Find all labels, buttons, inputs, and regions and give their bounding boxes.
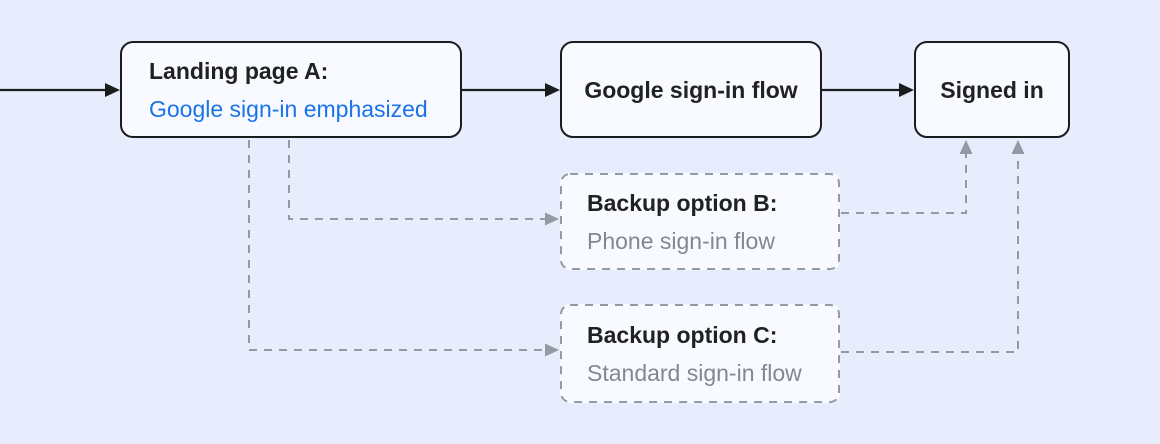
arrowhead-up-icon [959, 140, 973, 154]
arrow-landing-to-google [462, 83, 560, 97]
arrow-landing-to-backup-c [248, 140, 559, 357]
node-google-sign-in-flow: Google sign-in flow [560, 41, 822, 138]
node-signed-in: Signed in [914, 41, 1070, 138]
arrow-backup-c-to-signed-in [841, 140, 1025, 353]
landing-page-a-title: Landing page A: [149, 57, 329, 84]
arrowhead-up-icon [1011, 140, 1025, 154]
node-backup-option-c: Backup option C: Standard sign-in flow [560, 304, 840, 403]
landing-page-a-subtitle: Google sign-in emphasized [149, 95, 428, 122]
backup-option-c-subtitle: Standard sign-in flow [587, 359, 802, 386]
arrowhead-right-icon [545, 343, 559, 357]
arrowhead-right-icon [545, 83, 560, 97]
backup-option-b-title: Backup option B: [587, 189, 778, 216]
google-sign-in-flow-label: Google sign-in flow [584, 76, 798, 103]
arrow-landing-to-backup-b [288, 140, 559, 226]
arrowhead-right-icon [105, 83, 120, 97]
arrow-entry-to-landing [0, 83, 120, 97]
node-landing-page-a: Landing page A: Google sign-in emphasize… [120, 41, 462, 138]
signed-in-label: Signed in [940, 76, 1044, 103]
arrowhead-right-icon [899, 83, 914, 97]
arrow-google-to-signed-in [822, 83, 914, 97]
backup-option-b-subtitle: Phone sign-in flow [587, 227, 775, 254]
backup-option-c-title: Backup option C: [587, 321, 778, 348]
arrowhead-right-icon [545, 212, 559, 226]
node-backup-option-b: Backup option B: Phone sign-in flow [560, 173, 840, 270]
arrow-backup-b-to-signed-in [841, 140, 973, 214]
